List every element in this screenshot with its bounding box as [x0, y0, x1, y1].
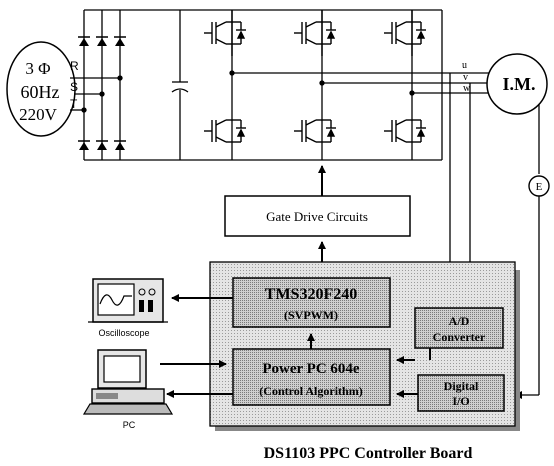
rectifier-diodes	[78, 36, 126, 150]
oscilloscope-icon	[88, 278, 168, 323]
phase-r-label: R	[70, 59, 79, 73]
rectifier	[81, 9, 160, 161]
phase-s-label: S	[70, 80, 78, 94]
oscilloscope-label: Oscilloscope	[98, 328, 149, 338]
encoder: E	[514, 104, 550, 399]
source-frequency: 60Hz	[21, 82, 60, 102]
controller-board-label: DS1103 PPC Controller Board	[264, 445, 473, 462]
motor-phase-lines	[232, 72, 490, 306]
source-circle	[6, 41, 76, 137]
induction-motor: I.M.	[486, 53, 548, 115]
adc-line2: Converter	[433, 330, 486, 344]
motor-w-label: w	[463, 83, 471, 94]
dio-block: Digital I/O	[417, 374, 505, 412]
adc-line1: A/D	[449, 314, 470, 328]
adc-block: A/D Converter	[414, 307, 504, 349]
ac-source: 3 Φ 60Hz 220V	[6, 41, 76, 137]
dio-line1: Digital	[444, 379, 479, 393]
source-phase: 3 Φ	[25, 59, 50, 78]
processor-block: Power PC 604e (Control Algorithm)	[232, 348, 391, 406]
motor-u-label: u	[462, 60, 467, 71]
encoder-label: E	[536, 181, 543, 193]
pc-icon	[82, 349, 174, 415]
inverter	[229, 10, 443, 160]
motor-v-label: v	[463, 72, 468, 83]
gate-drive-label: Gate Drive Circuits	[266, 209, 368, 224]
processor-subtitle: (Control Algorithm)	[259, 384, 362, 398]
dsp-block: TMS320F240 (SVPWM)	[232, 277, 391, 328]
motor-label: I.M.	[503, 74, 536, 94]
dio-line2: I/O	[452, 394, 469, 408]
processor-title: Power PC 604e	[262, 361, 360, 377]
dsp-subtitle: (SVPWM)	[284, 308, 338, 322]
phase-t-label: T	[70, 97, 78, 111]
igbt-switches	[204, 10, 426, 143]
source-voltage: 220V	[19, 105, 58, 124]
dc-link	[160, 9, 442, 161]
gate-drive-block: Gate Drive Circuits	[224, 165, 411, 262]
dsp-title: TMS320F240	[265, 286, 357, 303]
pc-label: PC	[123, 420, 136, 430]
